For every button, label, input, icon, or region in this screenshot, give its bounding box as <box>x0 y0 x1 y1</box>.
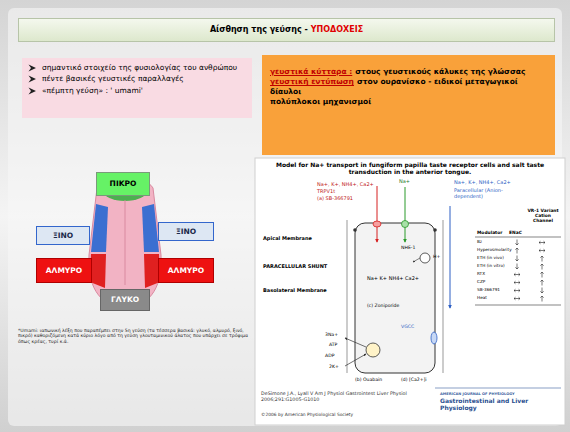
node-text: γευστική εντύπωση <box>270 77 354 86</box>
effect-arrow <box>515 240 518 246</box>
text-line: γευστικά κύτταρα :στους γευστικούς κάλυκ… <box>270 67 547 76</box>
figure-label: ETH (in vitro) <box>477 264 505 269</box>
bullet-box: σημαντικό στοιχείο της φυσιολογίας του α… <box>22 58 252 118</box>
figure-panel: Model for Na+ transport in fungiform pap… <box>255 158 565 425</box>
figure-label: ©2006 by American Physiological Society <box>261 412 353 417</box>
effect-arrow <box>539 249 545 252</box>
bullet-arrow <box>28 64 37 72</box>
node-text: ΑΛΜΥΡΟ <box>168 266 204 275</box>
figure-label: Na+, K+, NH4+, Ca2+ <box>317 182 374 188</box>
info-box: γευστικά κύτταρα :στους γευστικούς κάλυκ… <box>262 55 555 155</box>
bullet-arrow <box>28 87 37 95</box>
node-text: ΞΙΝΟ <box>176 227 196 236</box>
effect-arrow <box>514 281 520 284</box>
text-line: ΠΙΚΡΟ <box>110 179 137 188</box>
figure-label: ETH (in vivo) <box>477 256 504 261</box>
text-line: σημαντικό στοιχείο της φυσιολογίας του α… <box>28 63 246 72</box>
effect-arrow <box>540 288 543 294</box>
node-text: ΑΛΜΥΡΟ <box>46 266 82 275</box>
effect-arrow <box>540 256 543 262</box>
figure-label: Bz <box>477 240 482 245</box>
text-line: «πέμπτη γεύση» : ' umami' <box>28 86 246 95</box>
effect-arrow <box>514 297 520 300</box>
node-text: ΞΙΝΟ <box>53 231 73 240</box>
figure-label: CZP <box>477 280 485 285</box>
figure-label: Na+ K+ NH4+ Ca2+ <box>367 276 419 282</box>
figure-label: (d) [Ca2+]i <box>401 377 427 382</box>
effect-arrow <box>540 296 543 302</box>
figure-label: Na+, K+, NH4+, Ca2+ <box>454 180 511 186</box>
figure-label: 2K+ <box>329 364 339 369</box>
figure-label: (a) SB-366791 <box>317 196 353 202</box>
text-line: γευστική εντύπωσηστον ουρανίσκο - ειδικο… <box>270 77 547 96</box>
bullet-arrow <box>28 75 37 83</box>
figure-label: Hyperosmolarity <box>477 248 512 253</box>
effect-arrow <box>540 264 543 270</box>
figure-label: Apical Membrane <box>263 236 333 242</box>
tongue-drawing <box>89 178 161 308</box>
figure-label: DeSimone J.A., Lyall V Am J Physiol Gast… <box>261 391 429 402</box>
figure-label: RTX <box>477 272 485 277</box>
figure-ground <box>255 158 565 425</box>
node-text: Αίσθηση της γεύσης - <box>210 25 308 35</box>
taste-label: ΑΛΜΥΡΟ <box>158 258 214 283</box>
figure-label: ATP <box>329 342 337 347</box>
text-line: ΑΛΜΥΡΟ <box>168 266 204 275</box>
taste-label: ΞΙΝΟ <box>158 222 214 241</box>
figure-label: ADP <box>325 353 334 358</box>
figure-label: TRPV1t <box>317 189 335 195</box>
figure-label: ENaC <box>509 230 522 235</box>
node-text: πέντε βασικές γευστικές παραλλαγές <box>42 74 184 83</box>
text-line: ΞΙΝΟ <box>53 231 73 240</box>
figure-label: Basolateral Membrane <box>263 288 343 294</box>
figure-label: AMERICAN JOURNAL OF PHYSIOLOGY <box>440 392 515 396</box>
cell-model-drawing <box>345 186 561 388</box>
taste-label: ΞΙΝΟ <box>36 226 90 245</box>
text-line: Αίσθηση της γεύσης -ΥΠΟΔΟΧΕΙΣ <box>210 25 363 35</box>
taste-label: ΑΛΜΥΡΟ <box>36 258 92 283</box>
node-text: στους γευστικούς κάλυκες της γλώσσας <box>355 67 525 76</box>
effect-arrow <box>540 272 543 278</box>
node-text: ΥΠΟΔΟΧΕΙΣ <box>311 25 363 35</box>
node-text: ΠΙΚΡΟ <box>110 179 137 188</box>
figure-label: (b) Ouabain <box>355 377 382 382</box>
effect-arrow <box>514 273 520 276</box>
figure-label: Gastrointestinal and Liver Physiology <box>440 398 562 412</box>
figure-label: Paracellular (Anion-dependent) <box>454 188 516 200</box>
title-banner: Αίσθηση της γεύσης -ΥΠΟΔΟΧΕΙΣ <box>18 18 555 42</box>
figure-label: SB-366791 <box>477 288 500 293</box>
figure-label: Modulator <box>477 230 502 235</box>
figure-label: *Umami: ιαπωνική λέξη που παραπέμπει στη… <box>18 328 254 344</box>
effect-arrow <box>514 289 520 292</box>
node-text: γευστικά κύτταρα : <box>270 67 352 76</box>
effect-arrow <box>539 241 545 244</box>
figure-label: NHE-1 <box>401 245 415 250</box>
figure-label: VR-1 Variant Cation Channel <box>525 208 561 223</box>
taste-label: ΠΙΚΡΟ <box>96 172 150 196</box>
node-text: πολύπλοκοι μηχανισμοί <box>270 97 547 106</box>
text-line: ΞΙΝΟ <box>176 227 196 236</box>
node-text: ΓΛΥΚΟ <box>111 295 139 304</box>
figure-label: Na+ <box>399 179 410 185</box>
text-line: ΓΛΥΚΟ <box>111 295 139 304</box>
node-text: «πέμπτη γεύση» : ' umami' <box>42 86 143 95</box>
figure-label: H+ <box>433 254 440 259</box>
text-line: πέντε βασικές γευστικές παραλλαγές <box>28 74 246 83</box>
figure-label: 3Na+ <box>325 332 338 337</box>
figure-label: Heat <box>477 296 487 301</box>
node-text: Model for Na+ transport in fungiform pap… <box>263 161 557 175</box>
figure-label: PARACELLULAR SHUNT <box>263 264 343 270</box>
figure-label: (c) Zoniporide <box>367 303 399 308</box>
text-line: Model for Na+ transport in fungiform pap… <box>263 161 557 175</box>
effect-arrow <box>515 256 518 262</box>
effect-arrow <box>515 248 518 254</box>
effect-arrow <box>540 280 543 286</box>
taste-label: ΓΛΥΚΟ <box>100 289 150 311</box>
node-text: σημαντικό στοιχείο της φυσιολογίας του α… <box>42 63 237 72</box>
text-line: πολύπλοκοι μηχανισμοί <box>270 97 547 106</box>
figure-label: VGCC <box>401 324 414 329</box>
text-line: ΑΛΜΥΡΟ <box>46 266 82 275</box>
effect-arrow <box>515 264 518 270</box>
